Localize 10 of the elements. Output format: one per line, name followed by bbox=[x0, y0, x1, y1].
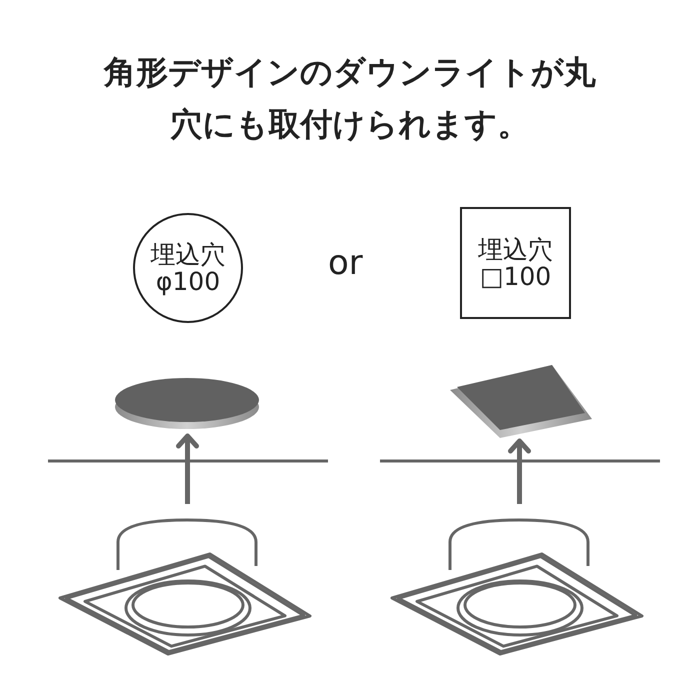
title: 角形デザインのダウンライトが丸穴にも取付けられます。 bbox=[102, 52, 597, 145]
hole-size-text: φ100 bbox=[156, 268, 220, 295]
arrow bbox=[508, 438, 531, 504]
hole-size-text: 埋込穴 bbox=[478, 236, 553, 263]
hole-size-text: □100 bbox=[480, 263, 552, 290]
hole-size-text: 埋込穴 bbox=[150, 241, 226, 268]
conjunction-text: or bbox=[328, 243, 363, 283]
hole-size-circle bbox=[133, 213, 243, 323]
arrow bbox=[176, 434, 199, 504]
hole-size-square bbox=[460, 207, 571, 319]
